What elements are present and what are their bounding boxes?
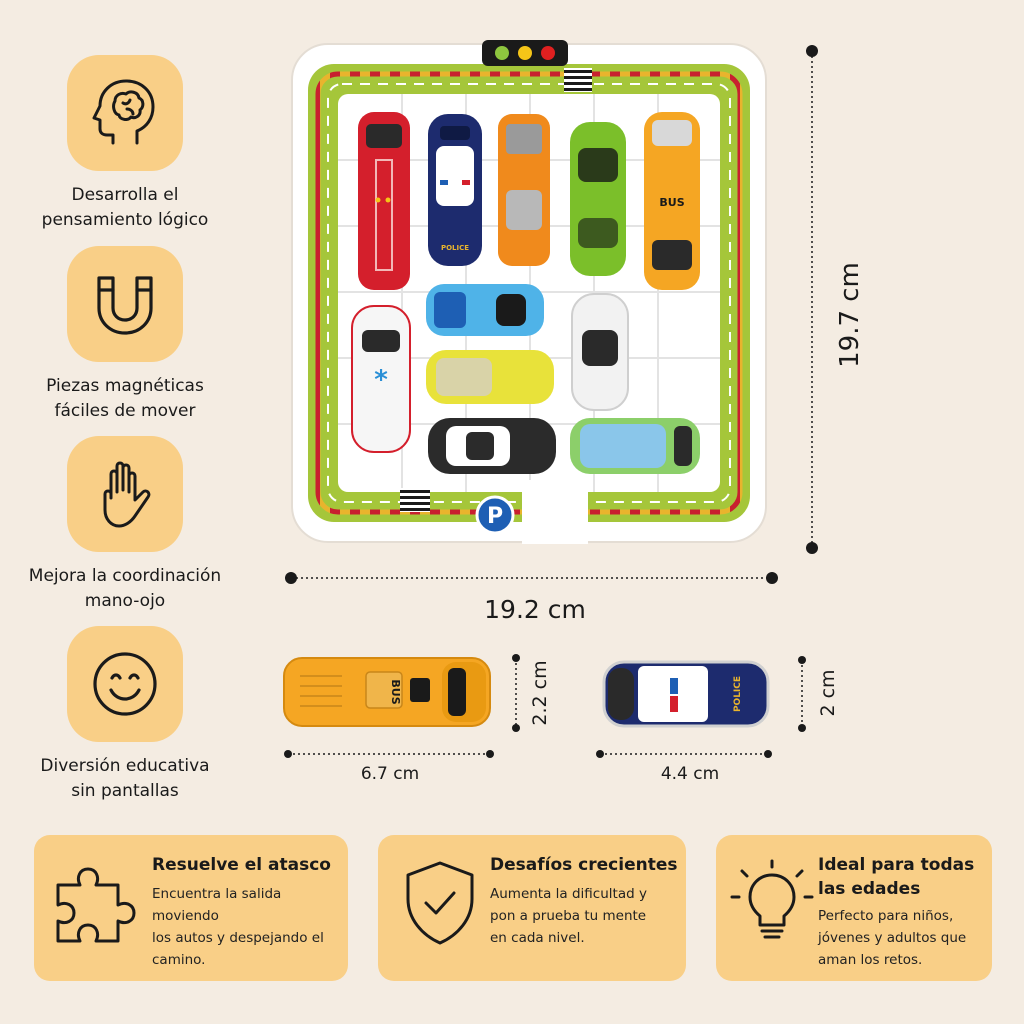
bus-piece-label: BUS: [389, 679, 402, 704]
crosswalk-top: [564, 68, 592, 92]
card-title-line: Ideal para todas: [818, 855, 975, 875]
board-height-measure: [806, 45, 818, 554]
feature-text: Mejora la coordinación mano-ojo: [0, 564, 250, 614]
feature-line: pensamiento lógico: [41, 210, 209, 230]
feature-badge: [67, 55, 183, 171]
feature-badge: [67, 246, 183, 362]
car-orange-truck[interactable]: [498, 114, 550, 266]
light-green: [495, 46, 509, 60]
feature-fun: Diversión educativa sin pantallas: [0, 626, 250, 804]
shield-check-icon: [406, 861, 474, 945]
bus-length-measure: [284, 750, 494, 758]
card-line: Encuentra la salida moviendo: [152, 886, 282, 924]
car-police[interactable]: POLICE: [428, 114, 482, 266]
card-solve: Resuelve el atasco Encuentra la salida m…: [34, 835, 348, 981]
card-line: pon a prueba tu mente: [490, 908, 647, 924]
police-length-measure: [596, 750, 772, 758]
card-description: Encuentra la salida moviendo los autos y…: [152, 883, 348, 971]
car-ambulance-2[interactable]: [570, 418, 700, 474]
card-title: Ideal para todas las edades: [818, 853, 974, 901]
bus-label: BUS: [659, 196, 684, 209]
board-width-measure: [285, 572, 778, 584]
feature-line: fáciles de mover: [54, 401, 196, 421]
light-yellow: [518, 46, 532, 60]
car-black[interactable]: [428, 418, 556, 474]
feature-line: Piezas magnéticas: [46, 376, 204, 396]
crosswalk-bottom: [400, 488, 430, 512]
car-yellow[interactable]: [426, 350, 554, 404]
svg-text:*: *: [374, 365, 388, 395]
smiley-icon: [93, 652, 157, 716]
card-line: los autos y despejando el: [152, 930, 324, 946]
lightbulb-icon: [730, 859, 814, 939]
feature-line: Mejora la coordinación: [28, 566, 222, 586]
card-description: Aumenta la dificultad y pon a prueba tu …: [490, 883, 647, 949]
board-height-label: 19.7 cm: [835, 262, 865, 368]
card-line: Aumenta la dificultad y: [490, 886, 647, 902]
police-length-label: 4.4 cm: [660, 764, 720, 784]
card-line: Perfecto para niños,: [818, 908, 954, 924]
puzzle-board: P POLICE BUS *: [291, 40, 767, 544]
exit-gap: [522, 480, 588, 544]
feature-logic: Desarrolla el pensamiento lógico: [0, 55, 250, 233]
card-line: jóvenes y adultos que: [818, 930, 967, 946]
card-description: Perfecto para niños, jóvenes y adultos q…: [818, 905, 966, 971]
light-red: [541, 46, 555, 60]
bus-length-label: 6.7 cm: [360, 764, 420, 784]
hand-icon: [103, 461, 151, 528]
card-line: camino.: [152, 952, 206, 968]
feature-magnetic: Piezas magnéticas fáciles de mover: [0, 246, 250, 424]
board-width-label: 19.2 cm: [484, 595, 586, 624]
card-title: Resuelve el atasco: [152, 855, 331, 875]
car-ambulance[interactable]: *: [351, 305, 411, 453]
card-challenges: Desafíos crecientes Aumenta la dificulta…: [378, 835, 686, 981]
feature-badge: [67, 626, 183, 742]
card-title: Desafíos crecientes: [490, 855, 678, 875]
parking-sign-label: P: [487, 504, 503, 529]
car-blue[interactable]: [426, 284, 544, 336]
police-piece-label: POLICE: [733, 676, 743, 712]
bus-piece: BUS: [283, 657, 491, 727]
car-fire-truck[interactable]: [358, 112, 410, 290]
feature-line: sin pantallas: [71, 781, 179, 801]
police-label: POLICE: [441, 244, 469, 252]
bus-width-label: 2.2 cm: [529, 660, 551, 726]
feature-text: Piezas magnéticas fáciles de mover: [0, 374, 250, 424]
feature-line: mano-ojo: [84, 591, 166, 611]
car-white[interactable]: [571, 293, 629, 411]
card-title-line: las edades: [818, 879, 921, 899]
parking-sign: [475, 495, 515, 535]
brain-head-icon: [92, 79, 155, 145]
puzzle-icon: [56, 867, 136, 943]
magnet-icon: [97, 276, 153, 335]
bus-width-measure: [512, 654, 520, 732]
feature-line: Diversión educativa: [40, 756, 210, 776]
card-line: aman los retos.: [818, 952, 923, 968]
card-line: en cada nivel.: [490, 930, 585, 946]
feature-badge: [67, 436, 183, 552]
feature-coordination: Mejora la coordinación mano-ojo: [0, 436, 250, 614]
police-piece: POLICE: [602, 660, 770, 728]
car-green[interactable]: [570, 122, 626, 276]
card-all-ages: Ideal para todas las edades Perfecto par…: [716, 835, 992, 981]
police-width-label: 2 cm: [817, 669, 839, 717]
car-bus[interactable]: BUS: [644, 112, 700, 290]
feature-text: Desarrolla el pensamiento lógico: [0, 183, 250, 233]
feature-line: Desarrolla el: [71, 185, 179, 205]
feature-text: Diversión educativa sin pantallas: [0, 754, 250, 804]
police-width-measure: [798, 656, 806, 732]
